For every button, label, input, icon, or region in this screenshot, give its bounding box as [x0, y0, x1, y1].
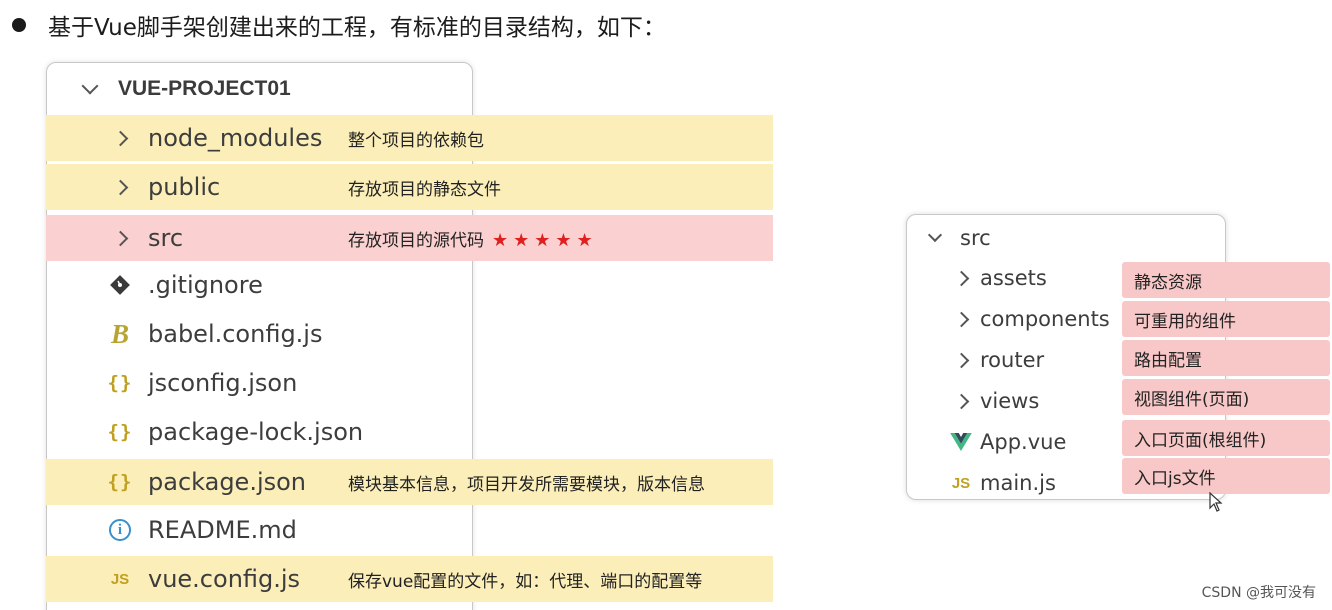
- src-item-main-js[interactable]: JS main.js: [906, 463, 1226, 503]
- info-icon: i: [106, 507, 134, 553]
- tree-item-readme[interactable]: i README.md: [46, 507, 473, 553]
- tree-item-package-json[interactable]: {} package.json 模块基本信息，项目开发所需要模块，版本信息: [46, 459, 773, 505]
- vue-icon: [950, 422, 972, 462]
- heading: 基于Vue脚手架创建出来的工程，有标准的目录结构，如下：: [12, 8, 666, 42]
- file-name: .gitignore: [148, 271, 263, 299]
- star-rating: ★★★★★: [492, 229, 598, 251]
- file-name: babel.config.js: [148, 320, 323, 348]
- tree-item-src[interactable]: src 存放项目的源代码 ★★★★★: [46, 215, 773, 261]
- file-name: src: [148, 224, 184, 252]
- project-root-row[interactable]: VUE-PROJECT01: [46, 66, 473, 112]
- chevron-right-icon: [950, 299, 972, 339]
- chevron-right-icon: [106, 164, 134, 210]
- json-braces-icon: {}: [107, 372, 133, 394]
- src-item-assets[interactable]: assets: [906, 258, 1226, 298]
- mouse-cursor-icon: [1209, 492, 1223, 512]
- git-icon: [106, 262, 134, 308]
- tag-views: 视图组件(页面): [1122, 379, 1330, 415]
- chevron-down-icon: [81, 77, 99, 95]
- tag-main-js: 入口js文件: [1122, 458, 1330, 494]
- tag-app-vue: 入口页面(根组件): [1122, 420, 1330, 456]
- file-name: main.js: [980, 471, 1056, 495]
- file-name: node_modules: [148, 124, 323, 152]
- src-item-views[interactable]: views: [906, 381, 1226, 421]
- file-name: public: [148, 173, 221, 201]
- file-name: jsconfig.json: [148, 369, 298, 397]
- annotation: 保存vue配置的文件，如：代理、端口的配置等: [348, 571, 703, 592]
- tree-item-babel-config[interactable]: B babel.config.js: [46, 311, 473, 357]
- annotation: 整个项目的依赖包: [348, 130, 484, 151]
- tag-assets: 静态资源: [1122, 262, 1330, 298]
- json-braces-icon: {}: [107, 471, 133, 493]
- bullet-dot: [12, 18, 26, 32]
- project-title: VUE-PROJECT01: [118, 77, 291, 100]
- chevron-right-icon: [106, 115, 134, 161]
- json-braces-icon: {}: [107, 421, 133, 443]
- annotation-text: 存放项目的源代码: [348, 230, 484, 251]
- file-name: README.md: [148, 516, 297, 544]
- babel-icon: B: [110, 318, 129, 349]
- file-name: router: [980, 348, 1045, 372]
- tag-router: 路由配置: [1122, 340, 1330, 376]
- annotation: 存放项目的源代码 ★★★★★: [348, 226, 598, 251]
- heading-text: 基于Vue脚手架创建出来的工程，有标准的目录结构，如下：: [48, 15, 666, 41]
- js-icon: JS: [110, 570, 130, 588]
- tree-item-package-lock[interactable]: {} package-lock.json: [46, 409, 473, 455]
- src-title: src: [960, 226, 991, 250]
- tree-item-vue-config[interactable]: JS vue.config.js 保存vue配置的文件，如：代理、端口的配置等: [46, 556, 773, 602]
- file-name: views: [980, 389, 1040, 413]
- file-name: components: [980, 307, 1110, 331]
- src-item-components[interactable]: components: [906, 299, 1226, 339]
- src-item-app-vue[interactable]: App.vue: [906, 422, 1226, 462]
- chevron-right-icon: [106, 215, 134, 261]
- file-name: App.vue: [980, 430, 1067, 454]
- file-name: package.json: [148, 468, 307, 496]
- file-name: vue.config.js: [148, 565, 301, 593]
- file-name: package-lock.json: [148, 418, 364, 446]
- src-item-router[interactable]: router: [906, 340, 1226, 380]
- annotation: 存放项目的静态文件: [348, 179, 501, 200]
- chevron-right-icon: [950, 340, 972, 380]
- tree-item-node-modules[interactable]: node_modules 整个项目的依赖包: [46, 115, 773, 161]
- tree-item-gitignore[interactable]: .gitignore: [46, 262, 473, 308]
- tree-item-public[interactable]: public 存放项目的静态文件: [46, 164, 773, 210]
- js-icon: JS: [951, 474, 971, 492]
- chevron-right-icon: [950, 381, 972, 421]
- watermark: CSDN @我可没有: [1201, 585, 1316, 601]
- src-root-row[interactable]: src: [927, 218, 991, 258]
- annotation: 模块基本信息，项目开发所需要模块，版本信息: [348, 474, 705, 495]
- tag-components: 可重用的组件: [1122, 301, 1330, 337]
- file-name: assets: [980, 266, 1047, 290]
- chevron-right-icon: [950, 258, 972, 298]
- chevron-down-icon: [927, 227, 943, 243]
- tree-item-jsconfig[interactable]: {} jsconfig.json: [46, 360, 473, 406]
